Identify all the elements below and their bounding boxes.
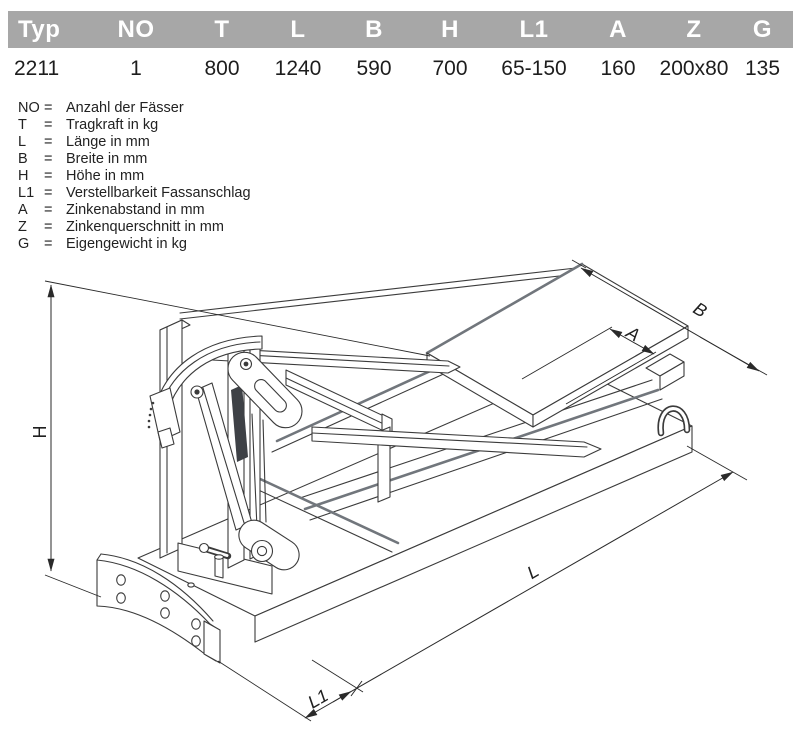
value-l1: 65-150 — [501, 57, 567, 80]
legend-equals: = — [44, 218, 53, 235]
legend-symbol: B — [18, 150, 28, 167]
col-header-l: L — [290, 15, 306, 43]
legend-text: Zinkenquerschnitt in mm — [66, 218, 224, 235]
col-header-no: NO — [117, 15, 155, 43]
legend-text: Höhe in mm — [66, 167, 145, 184]
legend-equals: = — [44, 184, 53, 201]
value-z: 200x80 — [659, 57, 729, 80]
legend-symbol: Z — [18, 218, 27, 235]
legend-symbol: G — [18, 235, 30, 252]
value-g: 135 — [744, 57, 781, 80]
saddle-hole — [160, 590, 170, 602]
saddle-hole — [191, 635, 201, 647]
legend-item: A = Zinkenabstand in mm — [18, 201, 251, 218]
legend-symbol: L — [18, 133, 27, 150]
legend: NO=Anzahl der Fässer T=Tragkraft in kg L… — [18, 99, 251, 252]
base-frame — [137, 367, 693, 643]
legend-item: H = Höhe in mm — [18, 167, 251, 184]
t-handle-pin — [198, 542, 232, 579]
dim-label-l: L — [524, 561, 543, 583]
gripper-jaw — [149, 387, 181, 442]
drum-saddle — [96, 553, 221, 664]
value-h: 700 — [432, 57, 468, 80]
legend-text: Länge in mm — [66, 133, 150, 150]
spec-table: Typ NO T L B H L1 A Z G 2211 1 800 1240 … — [8, 11, 793, 90]
legend-equals: = — [44, 133, 53, 150]
value-b: 590 — [356, 57, 392, 80]
legend-equals: = — [44, 235, 53, 252]
saddle-hole — [116, 592, 126, 604]
value-no: 1 — [130, 57, 142, 80]
dim-label-l1: L1 — [304, 685, 331, 712]
saddle-hole — [116, 574, 126, 586]
mast-clamp-assembly — [147, 319, 303, 595]
value-a: 160 — [600, 57, 636, 80]
legend-text: Breite in mm — [66, 150, 148, 167]
legend-equals: = — [44, 99, 53, 116]
legend-equals: = — [44, 150, 53, 167]
col-header-h: H — [441, 15, 459, 43]
value-t: 800 — [204, 57, 240, 80]
legend-text: Zinkenabstand in mm — [66, 201, 205, 218]
saddle-hole — [160, 607, 170, 619]
legend-item: NO= Anzahl der Fässer — [18, 99, 251, 116]
col-header-typ: Typ — [18, 15, 61, 43]
col-header-l1: L1 — [519, 15, 549, 43]
col-header-z: Z — [686, 15, 702, 43]
legend-text: Verstellbarkeit Fassanschlag — [66, 184, 251, 201]
legend-symbol: A — [18, 201, 28, 218]
legend-equals: = — [44, 201, 53, 218]
legend-symbol: H — [18, 167, 29, 184]
legend-item: Z = Zinkenquerschnitt in mm — [18, 218, 251, 235]
saddle-hole — [191, 618, 201, 630]
legend-symbol: NO — [18, 99, 40, 116]
legend-symbol: L1 — [18, 184, 35, 201]
legend-text: Tragkraft in kg — [66, 116, 159, 133]
fork-tine-lower — [311, 426, 602, 458]
legend-equals: = — [44, 116, 53, 133]
legend-text: Anzahl der Fässer — [66, 99, 184, 116]
dim-label-h: H — [30, 426, 50, 439]
col-header-a: A — [609, 15, 627, 43]
legend-item: L = Länge in mm — [18, 133, 251, 150]
legend-item: T = Tragkraft in kg — [18, 116, 251, 133]
legend-item: G = Eigengewicht in kg — [18, 235, 251, 252]
crane-hook-icon — [657, 405, 691, 437]
dimension-h: H — [30, 280, 431, 598]
col-header-g: G — [752, 15, 773, 43]
spec-table-row: 2211 1 800 1240 590 700 65-150 160 200x8… — [8, 48, 793, 90]
legend-symbol: T — [18, 116, 27, 133]
legend-equals: = — [44, 167, 53, 184]
value-l: 1240 — [274, 57, 322, 80]
spec-table-header: Typ NO T L B H L1 A Z G — [8, 11, 793, 48]
chain-strap — [231, 385, 248, 462]
legend-item: B = Breite in mm — [18, 150, 251, 167]
dim-label-b: B — [690, 298, 711, 321]
col-header-t: T — [214, 15, 230, 43]
col-header-b: B — [365, 15, 383, 43]
value-typ: 2211 — [14, 57, 60, 80]
legend-item: L1 = Verstellbarkeit Fassanschlag — [18, 184, 251, 201]
legend-text: Eigengewicht in kg — [66, 235, 187, 252]
